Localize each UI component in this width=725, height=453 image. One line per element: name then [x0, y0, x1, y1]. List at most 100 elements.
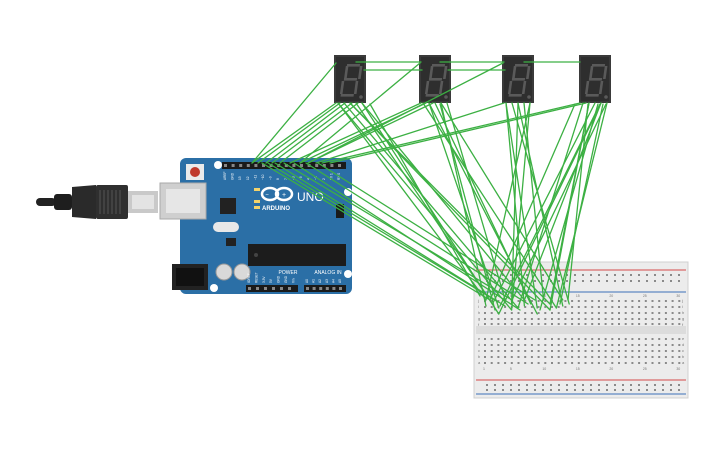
arduino-brand-label: ARDUINO [262, 206, 290, 212]
seven-segment-display[interactable] [334, 55, 366, 103]
pin-label: GND [277, 275, 281, 283]
display-segment [507, 81, 513, 94]
display-segment [584, 81, 590, 94]
svg-text:h: h [682, 310, 684, 315]
power-label: POWER [279, 270, 298, 276]
seven-segment-display[interactable] [502, 55, 534, 103]
pin-label: GND [231, 172, 235, 180]
display-segment [511, 66, 517, 79]
usb-cable[interactable] [36, 185, 158, 219]
display-segment [589, 66, 594, 79]
jumper-wire[interactable] [274, 162, 506, 307]
display-segment [425, 94, 439, 97]
svg-text:g: g [478, 316, 480, 321]
jumper-wire[interactable] [355, 102, 494, 305]
pin-label: A4 [331, 279, 335, 283]
jumper-wire[interactable] [523, 102, 602, 301]
pin-label: 13 [238, 176, 242, 180]
pin-label: 4 [307, 178, 311, 180]
jumper-wire[interactable] [267, 162, 499, 303]
crystal [213, 222, 239, 232]
seven-segment-display[interactable] [579, 55, 611, 103]
usb-chip [220, 198, 236, 214]
digital-header[interactable] [222, 162, 346, 169]
jumper-wire[interactable] [251, 62, 337, 164]
jumper-wire[interactable] [257, 102, 341, 164]
jumper-wire[interactable] [567, 103, 589, 301]
jumper-wire[interactable] [343, 102, 519, 309]
led-tx [254, 200, 260, 203]
display-segment [340, 94, 354, 97]
jumper-wire[interactable] [511, 103, 607, 301]
svg-text:g: g [682, 316, 684, 321]
pin-label: A2 [318, 279, 322, 283]
jumper-wire[interactable] [559, 103, 604, 305]
jumper-wire[interactable] [440, 102, 564, 301]
jumper-wire[interactable] [349, 102, 551, 311]
arduino-model-label: UNO [297, 190, 324, 204]
jumper-wire[interactable] [293, 162, 521, 311]
decimal-point [359, 95, 363, 99]
jumper-wire[interactable] [251, 102, 337, 164]
jumper-wire[interactable] [505, 102, 538, 309]
display-segment [358, 66, 363, 79]
svg-text:d: d [682, 342, 684, 347]
pin-label: A3 [325, 279, 329, 283]
decimal-point [604, 95, 608, 99]
pin-label: AREF [223, 171, 227, 180]
display-segment [598, 81, 604, 94]
svg-text:−: − [265, 193, 269, 199]
analog-header[interactable] [304, 285, 346, 292]
seven-segment-display[interactable] [419, 55, 451, 103]
svg-text:a: a [682, 360, 685, 365]
pin-label: 7 [284, 178, 288, 180]
svg-text:20: 20 [609, 367, 613, 371]
jumper-wire[interactable] [428, 102, 538, 315]
jumper-wire[interactable] [337, 102, 513, 311]
display-segment [508, 94, 522, 97]
jumper-wire[interactable] [499, 103, 601, 307]
display-segment [511, 78, 526, 81]
display-segment [521, 81, 527, 94]
jumper-wire[interactable] [489, 103, 576, 301]
jumper-wire[interactable] [307, 62, 504, 164]
jumper-wire[interactable] [446, 102, 506, 301]
jumper-wire[interactable] [315, 102, 505, 164]
jumper-wire[interactable] [337, 102, 487, 301]
jumper-wire[interactable] [265, 102, 346, 164]
center-channel [476, 326, 686, 334]
jumper-wire[interactable] [439, 103, 496, 311]
decimal-point [527, 95, 531, 99]
jumper-wire[interactable] [261, 162, 491, 301]
svg-text:a: a [478, 360, 481, 365]
pin-label: ~11 [253, 175, 257, 180]
jumper-wire[interactable] [517, 102, 584, 309]
svg-text:c: c [478, 348, 480, 353]
jumper-wire[interactable] [505, 102, 526, 307]
jumper-wire[interactable] [485, 102, 531, 301]
display-segment [585, 94, 599, 97]
jumper-wire[interactable] [321, 102, 581, 164]
svg-text:b: b [682, 354, 685, 359]
mounting-hole [344, 270, 352, 278]
jumper-wire[interactable] [361, 102, 526, 301]
jumper-wire[interactable] [271, 102, 353, 164]
jumper-wire[interactable] [539, 103, 599, 311]
svg-text:i: i [478, 304, 479, 309]
led-l [254, 188, 260, 191]
svg-text:30: 30 [676, 367, 680, 371]
display-segment [339, 81, 345, 94]
jumper-wire[interactable] [517, 102, 564, 307]
jumper-wire[interactable] [329, 102, 587, 164]
decimal-point [444, 95, 448, 99]
display-segment [343, 78, 358, 81]
svg-text:i: i [682, 304, 683, 309]
jumper-wires[interactable] [251, 61, 608, 315]
capacitor [233, 263, 251, 281]
jumper-wire[interactable] [369, 103, 481, 297]
seven-segment-displays [334, 55, 611, 103]
display-segment [603, 66, 608, 79]
jumper-wire[interactable] [491, 102, 596, 305]
